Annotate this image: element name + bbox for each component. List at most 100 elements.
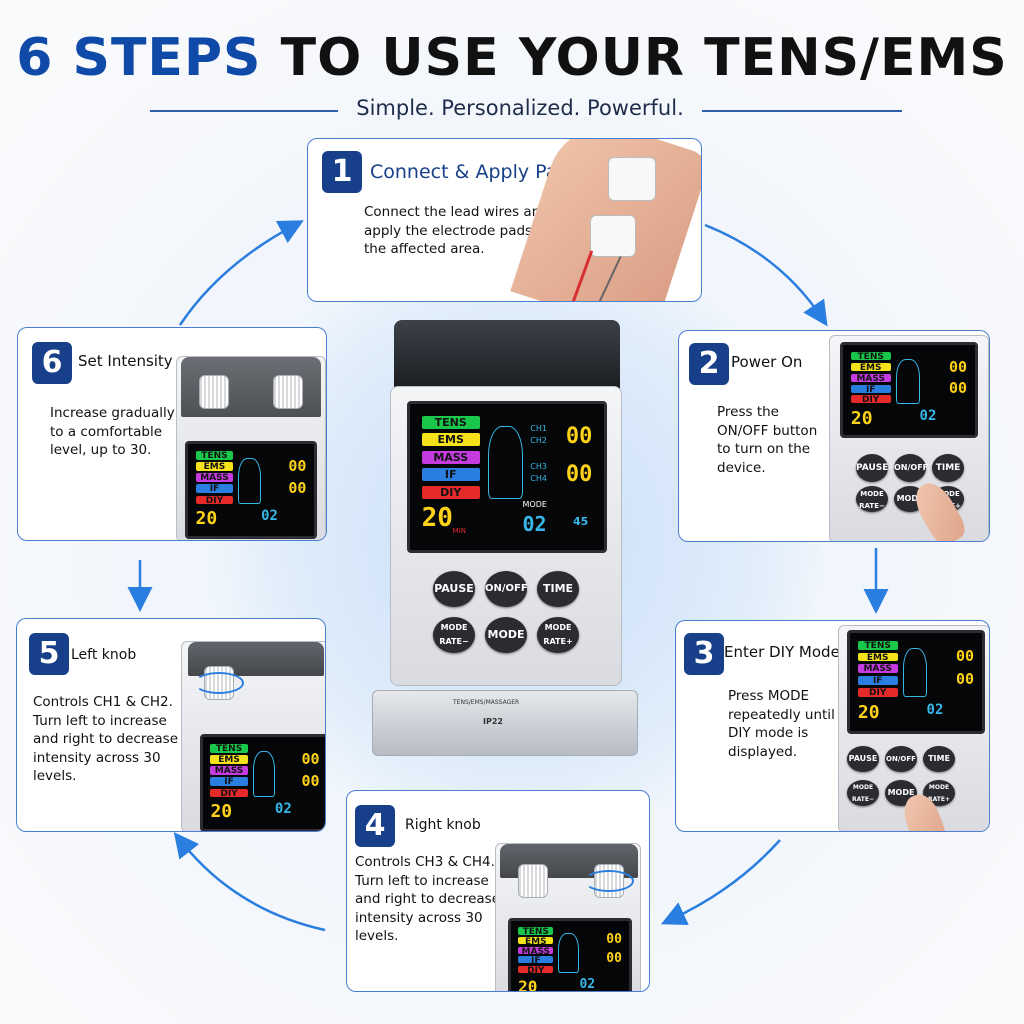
step-title-3: Enter DIY Mode [724,643,840,661]
mode-tens: TENS [210,744,248,754]
arrow-6-to-1 [178,220,304,326]
device-step-6: TENS EMS MASS IF DIY 00 00 20 02 [176,356,326,540]
step-desc-6: Increase gradually to a comfortable leve… [50,405,175,458]
mode-if: IF [857,676,898,686]
ch12-value: 00 [565,424,593,450]
mode-mass: MASS [210,766,248,776]
mode-mass: MASS [850,373,891,384]
arrow-1-to-2 [704,223,828,327]
timer-value: 20 [850,408,873,429]
body-outline-icon [487,425,523,499]
mode-value: 02 [926,701,944,718]
subtitle-line-right [702,110,902,112]
subtitle-row: Simple. Personalized. Powerful. [0,96,1024,126]
step-desc-3: Press MODE repeatedly until DIY mode is … [728,688,835,760]
body-outline-icon [252,750,275,797]
ch34-value: 00 [565,462,593,488]
mode-diy: DIY [421,485,480,499]
arrow-4-to-5 [173,832,326,932]
time-button[interactable]: TIME [537,571,579,607]
rotate-icon [194,672,244,694]
ch3-label: CH3 [530,462,547,472]
mode-caption: MODE [522,500,547,510]
timer-value: 20 [195,508,218,530]
page-title-rest: TO USE YOUR TENS/EMS [280,28,1008,88]
timer-value: 20 [857,701,880,723]
step-title-1: Connect & Apply Pads [370,161,580,183]
step-badge-5: 5 [29,633,69,675]
pause-button[interactable]: PAUSE [847,746,879,772]
device-screen: TENS EMS MASS IF DIY 00 00 20 02 [200,734,325,831]
step-card-5: 5 Left knob Controls CH1 & CH2. Turn lef… [16,618,326,832]
mode-rate-minus-button[interactable]: MODE RATE− [856,486,888,512]
body-outline-icon [558,933,580,973]
mode-rate-minus-button[interactable]: MODE RATE− [847,780,879,806]
step-title-2: Power On [731,353,803,371]
mode-mass: MASS [518,946,554,957]
mode-button[interactable]: MODE [485,617,527,653]
device-screen: TENS EMS MASS IF DIY 00 00 20 02 [847,630,985,734]
subtitle: Simple. Personalized. Powerful. [356,96,684,120]
stand-label: TENS/EMS/MASSAGER [453,699,520,706]
onoff-button[interactable]: ON/OFF [885,746,917,772]
ch34-value: 00 [288,478,307,497]
mode-ems: EMS [210,755,248,765]
mode-if: IF [210,777,248,787]
rate-value: 45 [572,514,589,528]
electrode-pad-lower [590,215,636,257]
step-title-4: Right knob [405,817,481,833]
onoff-button[interactable]: ON/OFF [894,454,928,482]
onoff-button[interactable]: ON/OFF [485,571,528,607]
mode-tens: TENS [195,451,234,461]
device-step-4: TENS EMS MASS IF DIY 00 00 20 02 [495,843,641,992]
mode-mass: MASS [857,664,898,674]
step-badge-2: 2 [689,343,729,385]
mode-ems: EMS [850,363,891,373]
mode-tens: TENS [850,352,891,362]
mode-diy: DIY [195,495,234,506]
ch1-label: CH1 [530,424,547,434]
ch12-value: 00 [606,932,622,948]
ch12-value: 00 [288,456,307,475]
ch12-value: 00 [949,357,968,376]
ch34-value: 00 [301,771,320,790]
mode-rate-minus-button[interactable]: MODE RATE− [433,617,475,653]
mode-rate-plus-button[interactable]: MODE RATE+ [537,617,579,653]
device-body: TENS EMS MASS IF DIY CH1 CH2 CH3 CH4 00 … [390,386,622,686]
mode-mass: MASS [195,473,234,483]
step-desc-1: Connect the lead wires and apply the ele… [364,204,550,257]
step-desc-5: Controls CH1 & CH2. Turn left to increas… [33,694,179,784]
mode-if: IF [850,384,891,395]
mode-value: 02 [579,977,596,992]
step-card-2: 2 Power On Press the ON/OFF button to tu… [678,330,990,542]
left-knob [199,375,229,409]
mode-tens: TENS [421,415,480,429]
step-title-5: Left knob [71,647,137,663]
ip-rating: IP22 [483,717,503,726]
mode-value: 02 [274,801,292,818]
time-button[interactable]: TIME [932,454,964,482]
time-button[interactable]: TIME [923,746,955,772]
mode-value: 02 [261,508,278,525]
ch34-value: 00 [956,670,975,689]
device-step-2: TENS EMS MASS IF DIY 00 00 20 02 PAUSE O… [829,335,989,541]
mode-diy: DIY [210,788,248,799]
electrode-pad-upper [608,157,656,201]
device-step-5: TENS EMS MASS IF DIY 00 00 20 02 [181,641,325,831]
device-screen: TENS EMS MASS IF DIY 00 00 20 02 [508,918,632,992]
body-outline-icon [238,457,262,504]
mode-ems: EMS [857,652,898,663]
pause-button[interactable]: PAUSE [433,571,475,607]
page-title: 6 STEPS TO USE YOUR TENS/EMS [0,28,1024,88]
ch12-value: 00 [301,749,320,768]
step-card-6: 6 Set Intensity Increase gradually to a … [17,327,327,541]
body-outline-icon [895,358,920,404]
timer-unit: MIN [452,526,467,535]
mode-tens: TENS [857,640,898,651]
rotate-icon [584,870,634,892]
pause-button[interactable]: PAUSE [856,454,888,482]
step-card-3: 3 Enter DIY Mode Press MODE repeatedly u… [675,620,990,832]
mode-mass: MASS [421,450,480,464]
device-step-3: TENS EMS MASS IF DIY 00 00 20 02 PAUSE O… [838,625,989,831]
mode-if: IF [421,468,480,482]
